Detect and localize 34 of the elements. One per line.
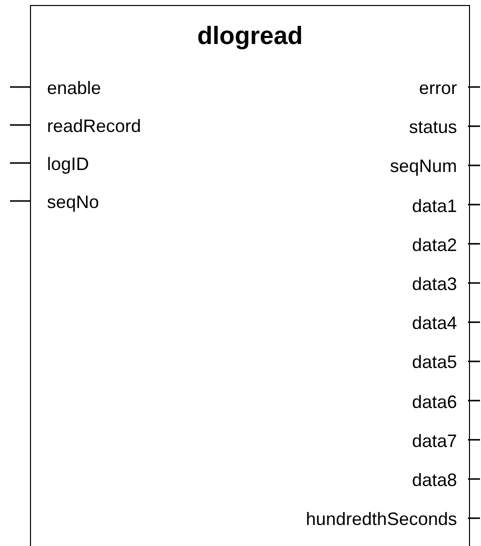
pin-line [468, 517, 480, 519]
pin-label: seqNum [269, 148, 469, 184]
block-title: dlogread [196, 24, 304, 49]
pin-label: data6 [269, 384, 469, 420]
pin-label: readRecord [31, 108, 231, 144]
pin-line [468, 86, 480, 88]
pin-line [468, 164, 480, 166]
pin-label: data1 [269, 188, 469, 224]
pin-label: data7 [269, 422, 469, 459]
pin-label: status [269, 109, 469, 146]
pin-label: error [269, 70, 469, 106]
pin-label: data2 [269, 226, 469, 263]
pin-line [10, 162, 30, 164]
pin-line [468, 400, 480, 402]
pin-line [468, 321, 480, 323]
pin-label: data8 [269, 462, 469, 498]
pin-line [468, 282, 480, 284]
pin-line [468, 478, 480, 480]
pin-label: data5 [269, 344, 469, 380]
pin-line [468, 125, 480, 127]
pin-label: logID [31, 146, 231, 182]
pin-line [468, 243, 480, 245]
pin-line [468, 360, 480, 362]
pin-line [468, 439, 480, 441]
pin-line [10, 200, 30, 202]
pin-label: data4 [269, 305, 469, 342]
pin-line [468, 204, 480, 206]
pin-label: data3 [269, 266, 469, 302]
function-block [30, 5, 470, 546]
pin-line [10, 124, 30, 126]
pin-line [10, 86, 30, 88]
pin-label: hundredthSeconds [269, 501, 469, 538]
pin-label: seqNo [31, 184, 231, 220]
pin-label: enable [31, 70, 231, 106]
